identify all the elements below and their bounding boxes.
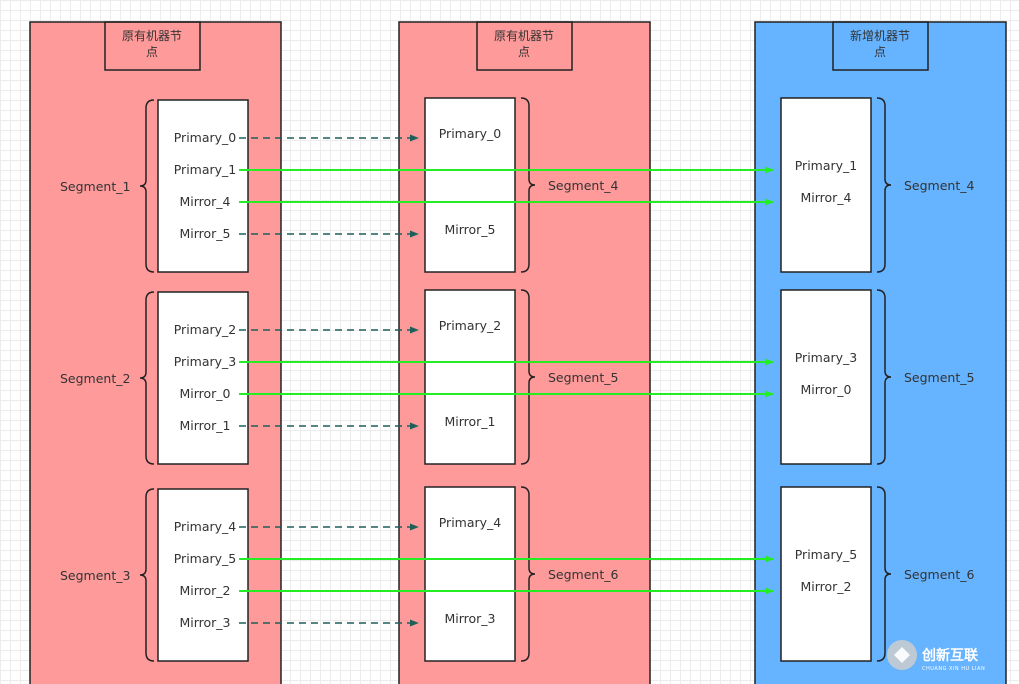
node3-segment-label: Segment_4 [904, 178, 975, 193]
node-1-title-box [104, 21, 201, 71]
node1-brace [139, 488, 155, 662]
watermark-subtext: CHUANG XIN HU LIAN [922, 666, 985, 672]
node-1-title-line2: 点 [146, 45, 158, 59]
node1-item-label: Mirror_4 [179, 194, 230, 209]
node3-segment-box [780, 97, 872, 273]
node3-item-label: Mirror_0 [800, 382, 851, 397]
node1-item-label: Mirror_2 [179, 583, 230, 598]
node3-item-label: Mirror_2 [800, 579, 851, 594]
node3-brace [876, 289, 892, 465]
node-2-title-box [476, 21, 573, 71]
node1-segment-label: Segment_1 [60, 179, 130, 194]
node1-segment-label: Segment_2 [60, 371, 130, 386]
node1-brace [139, 99, 155, 273]
node-2-title: 原有机器节 [494, 29, 554, 43]
node1-item-label: Primary_0 [174, 130, 237, 145]
node3-item-label: Mirror_4 [800, 190, 851, 205]
node1-item-label: Primary_2 [174, 322, 237, 337]
node2-brace [520, 486, 536, 662]
node3-segment-label: Segment_6 [904, 567, 975, 582]
node-1-title: 原有机器节 [122, 29, 182, 43]
node-3-title: 新增机器节 [850, 28, 910, 43]
node1-item-label: Primary_4 [174, 519, 237, 534]
node1-item-label: Primary_3 [174, 354, 237, 369]
node1-segment-label: Segment_3 [60, 568, 130, 583]
node2-item-label: Mirror_1 [444, 414, 495, 429]
watermark-text: 创新互联 [921, 647, 979, 664]
node2-brace [520, 97, 536, 273]
node2-item-label: Primary_0 [439, 126, 502, 141]
node2-item-label: Primary_4 [439, 515, 502, 530]
node2-item-label: Mirror_5 [444, 222, 495, 237]
node1-segment-box [157, 99, 249, 273]
node-3-title-box [832, 21, 929, 71]
node3-item-label: Primary_3 [795, 350, 858, 365]
node3-segment-box [780, 486, 872, 662]
node1-item-label: Mirror_5 [179, 226, 230, 241]
node3-brace [876, 486, 892, 662]
node3-item-label: Primary_1 [795, 158, 858, 173]
node1-item-label: Mirror_0 [179, 386, 230, 401]
node3-segment-box [780, 289, 872, 465]
node1-segment-box [157, 291, 249, 465]
node2-segment-box [424, 289, 516, 465]
node3-item-label: Primary_5 [795, 547, 858, 562]
node1-segment-box [157, 488, 249, 662]
node1-item-label: Mirror_1 [179, 418, 230, 433]
node2-brace [520, 289, 536, 465]
node2-segment-label: Segment_6 [548, 567, 619, 582]
node1-brace [139, 291, 155, 465]
node1-item-label: Primary_5 [174, 551, 237, 566]
node3-segment-label: Segment_5 [904, 370, 974, 385]
watermark-logo: 创新互联 CHUANG XIN HU LIAN [887, 640, 985, 672]
node1-item-label: Mirror_3 [179, 615, 230, 630]
node2-segment-box [424, 97, 516, 273]
node2-segment-label: Segment_5 [548, 370, 618, 385]
node2-item-label: Mirror_3 [444, 611, 495, 626]
node2-item-label: Primary_2 [439, 318, 502, 333]
node-2-title-line2: 点 [518, 45, 530, 59]
node-3-title-line2: 点 [874, 45, 886, 59]
node3-brace [876, 97, 892, 273]
node2-segment-box [424, 486, 516, 662]
node2-segment-label: Segment_4 [548, 178, 619, 193]
node1-item-label: Primary_1 [174, 162, 237, 177]
